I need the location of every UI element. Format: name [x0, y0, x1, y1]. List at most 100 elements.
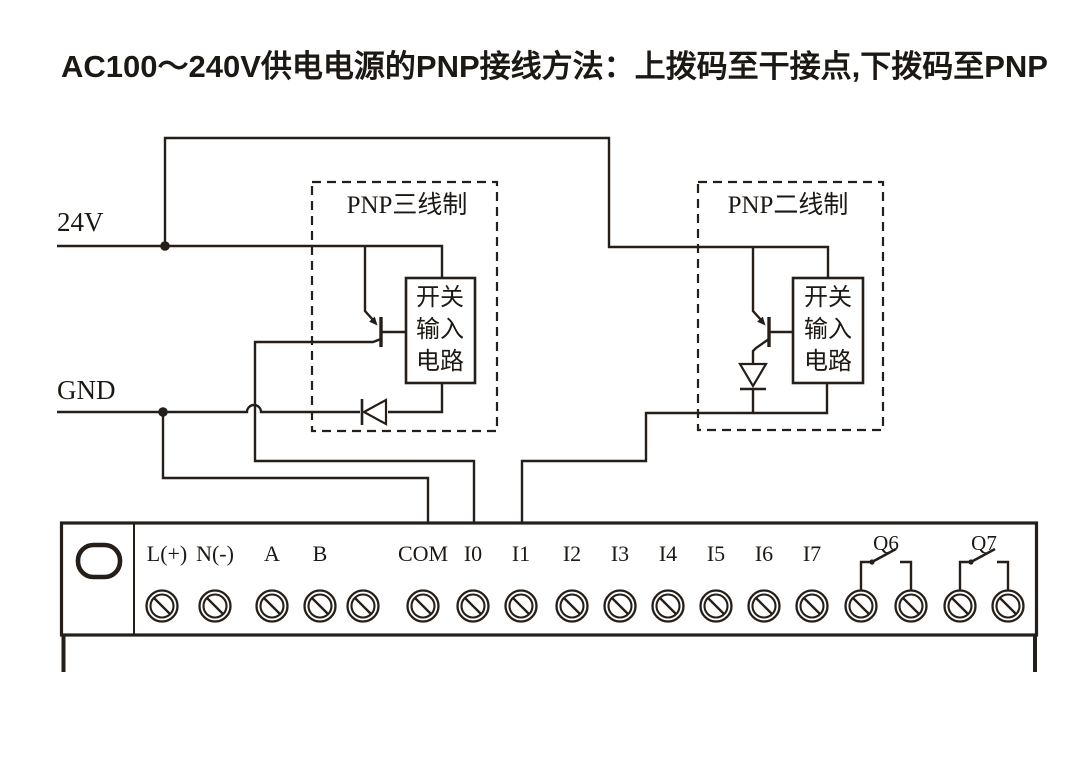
screw-head [460, 593, 486, 619]
screw-outer-ring [943, 589, 977, 623]
terminal-label: I1 [512, 541, 530, 566]
screw-head [751, 593, 777, 619]
transistor-right-emitter [751, 246, 763, 322]
transistor-right-arrowhead [757, 316, 766, 326]
screw-outer-ring [795, 589, 829, 623]
wire-24v-rail [57, 244, 444, 279]
switch-input-right-line1: 开关 [804, 284, 852, 311]
switch-input-box-right-frame [791, 276, 865, 385]
junction-dot-24v [160, 241, 170, 251]
relay-terminal-stubs [859, 560, 913, 590]
terminal-strip-frame [59, 521, 1039, 637]
screw-terminal [145, 589, 179, 623]
screw-outer-ring [555, 589, 589, 623]
switch-input-box-right: 开关 输入 电路 [791, 276, 865, 385]
switch-input-box-left-frame [404, 276, 477, 385]
screw-head [410, 593, 436, 619]
screw-slot [951, 597, 969, 615]
screw-outer-ring [456, 589, 490, 623]
screw-head [559, 593, 585, 619]
dashed-boundary-two-wire [696, 180, 885, 432]
relay-label: Q7 [971, 531, 997, 555]
screw-slot [852, 597, 870, 615]
screw-head [655, 593, 681, 619]
switch-input-left-line3: 电路 [416, 348, 464, 375]
terminal-label: I3 [611, 541, 629, 566]
diagram-title: AC100～240V供电电源的PNP接线方法：上拨码至干接点,下拨码至PNP [61, 49, 1048, 84]
sensor-title-two-wire: PNP二线制 [728, 191, 849, 219]
screw-outer-ring [504, 589, 538, 623]
screw-head [149, 593, 175, 619]
screw-slot [902, 597, 920, 615]
switch-input-left-line1: 开关 [416, 284, 464, 311]
screw-slot [755, 597, 773, 615]
screw-outer-ring [406, 589, 440, 623]
screw-slot [414, 597, 432, 615]
screw-outer-ring [346, 589, 380, 623]
screw-outer-ring [303, 589, 337, 623]
screw-terminal [991, 589, 1025, 623]
sensor-pnp-two-wire: PNP二线制 开关 输入 电路 [696, 180, 885, 432]
terminal-label: I6 [755, 541, 773, 566]
terminal-label: I5 [707, 541, 725, 566]
screw-slot [153, 597, 171, 615]
screw-terminal [943, 589, 977, 623]
junction-dot-gnd [158, 407, 168, 417]
screw-terminal [255, 589, 289, 623]
screw-terminal [198, 589, 232, 623]
relay-contact: Q6 [859, 531, 913, 590]
sensor-title-three-wire: PNP三线制 [347, 191, 468, 219]
terminal-label: I0 [464, 541, 482, 566]
screw-slot [563, 597, 581, 615]
screw-outer-ring [894, 589, 928, 623]
screw-slot [311, 597, 329, 615]
screw-head [799, 593, 825, 619]
transistor-right-collector [751, 338, 770, 413]
screw-outer-ring [198, 589, 232, 623]
relay-contact: Q7 [958, 531, 1010, 590]
screw-outer-ring [603, 589, 637, 623]
diode-left-triangle [361, 398, 388, 426]
screw-head [607, 593, 633, 619]
terminal-label: COM [398, 541, 448, 566]
screw-slot [263, 597, 281, 615]
wire-com [161, 412, 430, 522]
relay-switch-blade [871, 547, 897, 564]
screw-head [995, 593, 1021, 619]
screw-slot [464, 597, 482, 615]
screw-terminal [456, 589, 490, 623]
relay-pivot-dot [968, 559, 974, 565]
wire-i0 [253, 337, 476, 522]
screw-slot [206, 597, 224, 615]
sensor-pnp-three-wire: PNP三线制 开关 输入 电路 [310, 180, 499, 433]
diode-left [360, 398, 388, 426]
label-gnd: GND [57, 375, 116, 405]
screw-outer-ring [844, 589, 878, 623]
mounting-slot [75, 542, 123, 580]
switch-input-box-left: 开关 输入 电路 [404, 276, 477, 385]
terminal-label: I2 [563, 541, 581, 566]
screw-head [848, 593, 874, 619]
screw-head [202, 593, 228, 619]
screw-slot [999, 597, 1017, 615]
screw-terminal [844, 589, 878, 623]
screw-head [307, 593, 333, 619]
screw-terminal [747, 589, 781, 623]
screw-slot [611, 597, 629, 615]
wire-i1 [520, 384, 829, 522]
screw-outer-ring [699, 589, 733, 623]
screw-outer-ring [651, 589, 685, 623]
terminal-label: A [264, 541, 280, 566]
screw-head [508, 593, 534, 619]
screw-outer-ring [255, 589, 289, 623]
dashed-boundary-three-wire [310, 180, 499, 433]
screw-terminal [795, 589, 829, 623]
switch-input-right-line2: 输入 [804, 316, 852, 343]
screw-head [259, 593, 285, 619]
screw-slot [659, 597, 677, 615]
screw-slot [354, 597, 372, 615]
switch-input-left-line2: 输入 [416, 316, 464, 343]
terminal-label: I4 [659, 541, 677, 566]
